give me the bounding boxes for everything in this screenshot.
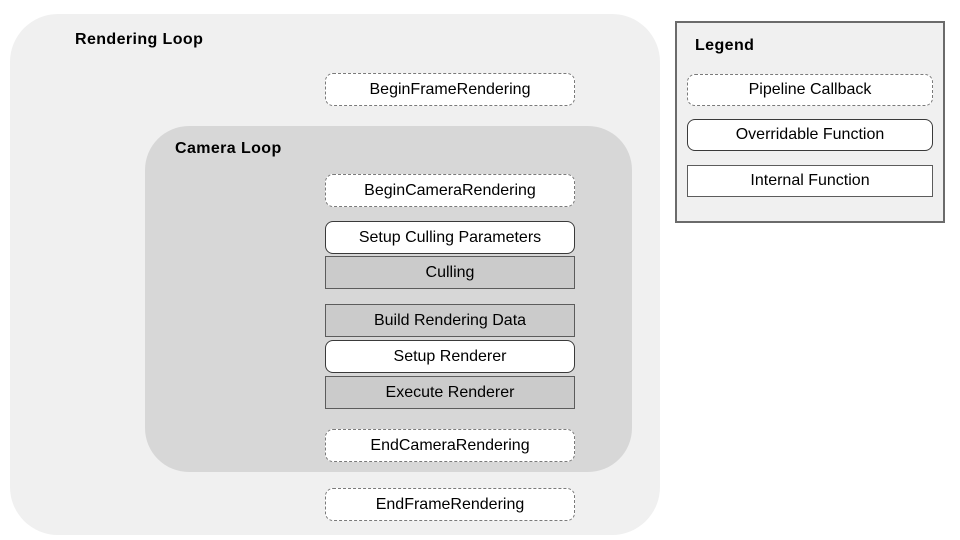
node-setup-culling-parameters: Setup Culling Parameters (325, 221, 575, 254)
legend-title: Legend (695, 37, 755, 54)
node-end-camera-rendering: EndCameraRendering (325, 429, 575, 462)
node-build-rendering-data: Build Rendering Data (325, 304, 575, 337)
camera-loop-title: Camera Loop (175, 140, 282, 157)
node-end-frame-rendering: EndFrameRendering (325, 488, 575, 521)
legend-panel: Legend Pipeline Callback Overridable Fun… (675, 21, 945, 223)
rendering-loop-title: Rendering Loop (75, 31, 204, 48)
node-execute-renderer: Execute Renderer (325, 376, 575, 409)
legend-item-pipeline-callback: Pipeline Callback (687, 74, 933, 106)
node-setup-renderer: Setup Renderer (325, 340, 575, 373)
node-begin-camera-rendering: BeginCameraRendering (325, 174, 575, 207)
legend-item-internal-function: Internal Function (687, 165, 933, 197)
legend-item-overridable-function: Overridable Function (687, 119, 933, 151)
node-begin-frame-rendering: BeginFrameRendering (325, 73, 575, 106)
node-culling: Culling (325, 256, 575, 289)
